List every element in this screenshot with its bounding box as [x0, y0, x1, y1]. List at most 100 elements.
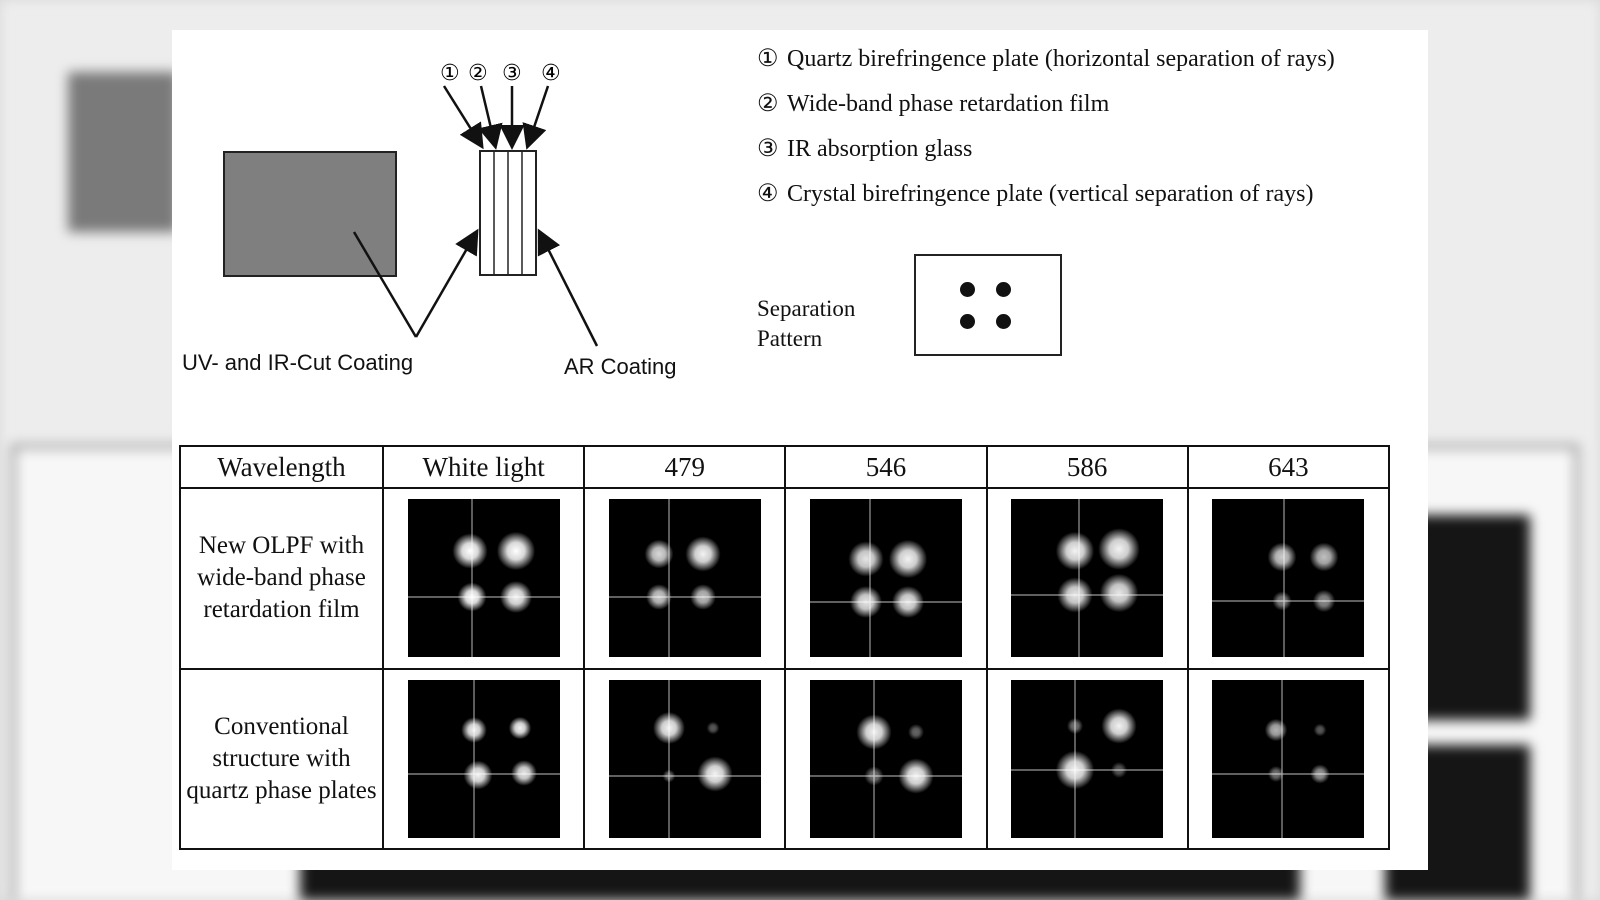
- psf-cell: [1186, 487, 1391, 670]
- psf-background: [407, 679, 560, 838]
- legend-text: IR absorption glass: [787, 136, 973, 162]
- psf-spot: [907, 723, 924, 740]
- psf-background: [1212, 679, 1365, 838]
- psf-background: [1212, 499, 1365, 658]
- psf-spot: [1313, 723, 1327, 737]
- psf-spot: [1101, 708, 1137, 744]
- psf-spot: [1098, 528, 1140, 571]
- legend-number: ③: [757, 136, 779, 162]
- legend-number: ②: [757, 91, 779, 117]
- separation-dot: [996, 282, 1011, 297]
- psf-spot: [645, 584, 672, 611]
- column-header: White light: [381, 445, 586, 489]
- psf-spot: [460, 716, 487, 743]
- psf-spot: [510, 759, 537, 786]
- psf-spot: [1067, 717, 1084, 734]
- psf-spot: [1267, 542, 1297, 572]
- psf-spot: [1313, 590, 1336, 613]
- psf-spot: [1309, 542, 1339, 572]
- column-header: 479: [583, 445, 787, 489]
- psf-comparison-table: Wavelength White light 479 546 586 643 N…: [179, 445, 1391, 850]
- olpf-figure: ① ② ③ ④ UV- and IR-Cut Coating AR Coatin…: [172, 30, 1428, 870]
- separation-pattern-label: Separation Pattern: [757, 296, 856, 351]
- separation-dot: [960, 314, 975, 329]
- psf-spot: [1111, 761, 1128, 778]
- table-header-row: Wavelength White light 479 546 586 643: [179, 445, 1391, 489]
- layer-arrow-2: [478, 85, 503, 150]
- wavelength-header: Wavelength: [179, 445, 384, 489]
- psf-spot: [1265, 718, 1288, 741]
- psf-cell: [784, 487, 988, 670]
- psf-image: [608, 499, 761, 658]
- psf-cell: [381, 667, 586, 850]
- uv-ir-leader-arrow: [414, 228, 479, 338]
- psf-spot: [652, 711, 685, 744]
- psf-image: [1212, 499, 1365, 658]
- psf-spot: [644, 539, 674, 569]
- separation-pattern-box: [914, 254, 1062, 356]
- legend-item: ③ IR absorption glass: [757, 136, 972, 162]
- psf-spot: [1099, 574, 1139, 613]
- psf-cell: [381, 487, 586, 670]
- psf-image: [407, 679, 560, 838]
- psf-cell: [1186, 667, 1391, 850]
- psf-image: [1011, 679, 1164, 838]
- legend-item: ② Wide-band phase retardation film: [757, 91, 1109, 117]
- psf-spot: [1272, 591, 1292, 611]
- psf-image: [608, 679, 761, 838]
- psf-spot: [891, 586, 924, 619]
- psf-background: [809, 499, 962, 658]
- uv-ir-leader-line: [352, 231, 418, 338]
- psf-cell: [583, 487, 787, 670]
- psf-spot: [508, 716, 531, 739]
- olpf-structure-diagram: ① ② ③ ④: [223, 61, 599, 347]
- separation-dot: [996, 314, 1011, 329]
- psf-spot: [706, 721, 720, 735]
- psf-spot: [888, 540, 928, 579]
- psf-spot: [697, 756, 733, 792]
- psf-spot: [457, 582, 486, 612]
- layer-arrow-1: [442, 85, 484, 150]
- psf-image: [1212, 679, 1365, 838]
- psf-spot: [499, 581, 532, 614]
- table-row: Conventional structure with quartz phase…: [179, 667, 1391, 850]
- psf-cell: [784, 667, 988, 850]
- psf-image: [407, 499, 560, 658]
- psf-spot: [1055, 750, 1095, 789]
- layer-arrow-4: [522, 85, 550, 150]
- psf-background: [809, 679, 962, 838]
- psf-spot: [849, 586, 882, 619]
- psf-spot: [463, 760, 492, 790]
- column-header: 643: [1186, 445, 1391, 489]
- psf-spot: [864, 766, 884, 786]
- psf-spot: [856, 714, 892, 750]
- psf-spot: [685, 536, 721, 572]
- layer-number-4: ④: [541, 61, 561, 86]
- psf-spot: [662, 769, 676, 783]
- legend-number: ④: [757, 181, 779, 207]
- psf-cell: [985, 487, 1189, 670]
- psf-spot: [1055, 532, 1095, 571]
- column-header: 546: [784, 445, 988, 489]
- table-row: New OLPF with wide-band phase retardatio…: [179, 487, 1391, 670]
- ar-leader-arrow: [537, 228, 599, 347]
- row-label: New OLPF with wide-band phase retardatio…: [179, 487, 384, 670]
- psf-image: [809, 499, 962, 658]
- layer-number-1: ①: [440, 61, 460, 86]
- psf-spot: [1310, 764, 1330, 784]
- separation-dot: [960, 282, 975, 297]
- ar-coating-label: AR Coating: [564, 354, 677, 379]
- layer-number-2: ②: [468, 61, 488, 86]
- psf-spot: [496, 532, 535, 571]
- psf-background: [608, 679, 761, 838]
- legend-text: Quartz birefringence plate (horizontal s…: [787, 46, 1335, 72]
- psf-image: [809, 679, 962, 838]
- psf-spot: [451, 533, 488, 569]
- psf-image: [1011, 499, 1164, 658]
- uv-ir-cut-coating-label: UV- and IR-Cut Coating: [182, 350, 414, 375]
- legend-text: Wide-band phase retardation film: [787, 91, 1110, 117]
- psf-background: [407, 499, 560, 658]
- psf-cell: [583, 667, 787, 850]
- row-label: Conventional structure with quartz phase…: [179, 667, 384, 850]
